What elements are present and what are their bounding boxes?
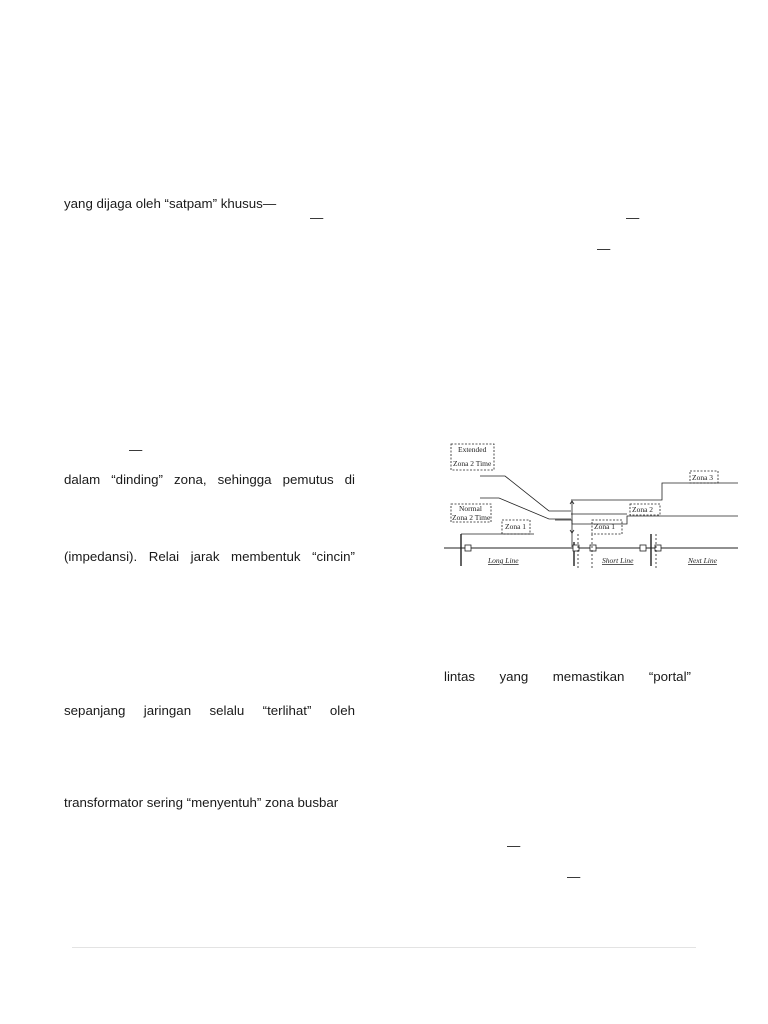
text-line-impedansi: (impedansi). Relai jarak membentuk “cinc… <box>64 549 355 565</box>
word: dalam <box>64 472 101 487</box>
breaker <box>654 544 662 552</box>
text-line-dinding: dalam “dinding” zona, sehingga pemutus d… <box>64 472 355 488</box>
word: Relai <box>148 549 180 564</box>
word: “cincin” <box>312 549 355 564</box>
word: sehingga <box>217 472 272 487</box>
label-zona2: Zona 2 <box>632 505 653 514</box>
word: lintas <box>444 669 476 684</box>
breaker <box>572 544 580 552</box>
word: oleh <box>329 703 355 718</box>
label-zona1: Zona 1 <box>594 522 615 531</box>
text-line-lintas: lintas yang memastikan “portal” <box>444 669 691 685</box>
label-short-line: Short Line <box>602 556 634 565</box>
em-dash: — <box>567 869 581 884</box>
word: jaringan <box>143 703 192 718</box>
word: “terlihat” <box>262 703 312 718</box>
word: selalu <box>209 703 245 718</box>
em-dash: — <box>507 838 521 853</box>
normal-zone2-box <box>450 503 492 523</box>
word: “portal” <box>648 669 691 684</box>
zone-diagram: Extended Zona 2 Time Normal Zona 2 Time … <box>444 443 738 570</box>
word: yang <box>499 669 529 684</box>
zona1-left-box <box>501 519 531 535</box>
word: sepanjang <box>64 703 126 718</box>
breaker <box>589 544 597 552</box>
label-zona1-left: Zona 1 <box>505 522 526 531</box>
breaker <box>639 544 647 552</box>
label-long-line: Long Line <box>487 556 519 565</box>
text-line-sepanjang: sepanjang jaringan selalu “terlihat” ole… <box>64 703 355 719</box>
breaker <box>464 544 472 552</box>
text-line-satpam: yang dijaga oleh “satpam” khusus— <box>64 196 277 211</box>
text-line-transformator: transformator sering “menyentuh” zona bu… <box>64 795 339 810</box>
em-dash: — <box>626 210 640 225</box>
em-dash: — <box>597 241 611 256</box>
label-zona2-time: Zona 2 Time <box>453 459 492 468</box>
footer-divider <box>72 947 696 948</box>
zona1-box <box>591 519 623 535</box>
word: pemutus <box>282 472 334 487</box>
word: jarak <box>190 549 220 564</box>
label-normal: Normal <box>459 504 482 513</box>
extended-zone2-box <box>450 443 495 471</box>
label-normal-zona2-time: Zona 2 Time <box>452 513 491 522</box>
word: memastikan <box>552 669 625 684</box>
zone2-line <box>555 515 738 525</box>
em-dash: — <box>310 210 324 225</box>
word: (impedansi). <box>64 549 138 564</box>
zone3-line <box>571 482 738 501</box>
word: membentuk <box>231 549 301 564</box>
word: zona, <box>174 472 207 487</box>
word: di <box>344 472 355 487</box>
em-dash: — <box>129 442 143 457</box>
label-extended: Extended <box>458 445 487 454</box>
zona3-box <box>689 470 719 484</box>
label-next-line: Next Line <box>687 556 718 565</box>
word: “dinding” <box>111 472 163 487</box>
label-zona3: Zona 3 <box>692 473 713 482</box>
zona2-box <box>629 503 661 516</box>
